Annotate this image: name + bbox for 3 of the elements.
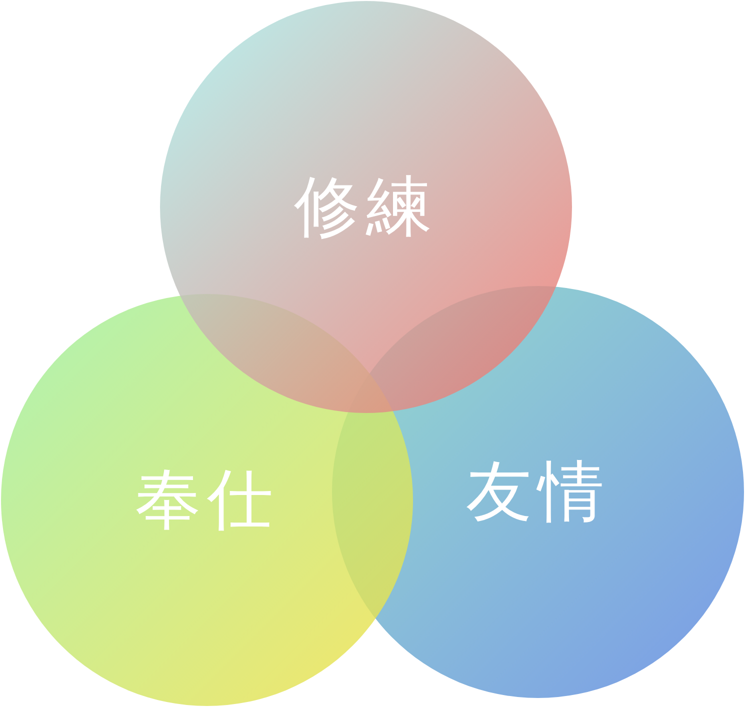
- circle-label: 奉仕: [135, 467, 279, 533]
- circle-label: 友情: [466, 459, 610, 525]
- circle-label: 修練: [294, 174, 438, 240]
